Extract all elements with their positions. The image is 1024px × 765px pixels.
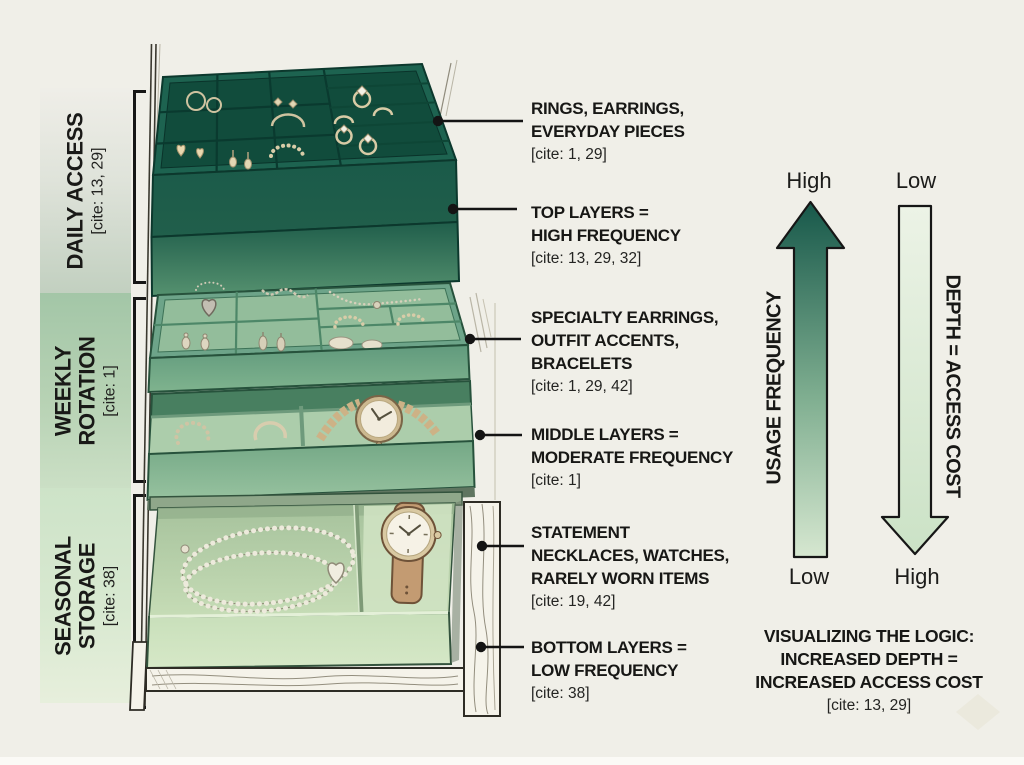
callout-statement-necklaces: STATEMENT NECKLACES, WATCHES, RARELY WOR…: [531, 521, 746, 613]
bottom-drawer: [145, 487, 475, 670]
callout-cite: [cite: 1, 29, 42]: [531, 378, 633, 395]
usage-frequency-arrow: [775, 200, 846, 559]
logic-note-line: VISUALIZING THE LOGIC:: [763, 626, 975, 646]
leather-watch: [380, 501, 442, 605]
callout-rings-earrings: RINGS, EARRINGS, EVERYDAY PIECES [cite: …: [531, 97, 746, 166]
logic-note-line: INCREASED ACCESS COST: [755, 672, 983, 692]
zone-bracket-weekly: [133, 297, 146, 483]
callout-bottom-layers: BOTTOM LAYERS = LOW FREQUENCY [cite: 38]: [531, 636, 746, 705]
callout-line: TOP LAYERS =: [531, 203, 649, 222]
middle-tray-2: [146, 379, 476, 502]
callout-leaders: [432, 115, 524, 653]
callout-line: LOW FREQUENCY: [531, 661, 679, 680]
callout-cite: [cite: 1]: [531, 472, 581, 489]
depth-access-cost-label: DEPTH = ACCESS COST: [941, 274, 964, 498]
callout-line: HIGH FREQUENCY: [531, 226, 681, 245]
logic-note-cite: [cite: 13, 29]: [826, 697, 912, 714]
ring-roll-slats: [327, 82, 450, 148]
callout-line: SPECIALTY EARRINGS,: [531, 308, 719, 327]
pearl-necklace: [180, 525, 356, 614]
callout-line: EVERYDAY PIECES: [531, 122, 685, 141]
callout-cite: [cite: 1, 29]: [531, 146, 607, 163]
zone-band-daily: DAILY ACCESS [cite: 13, 29]: [40, 88, 131, 293]
callout-cite: [cite: 13, 29, 32]: [531, 250, 642, 267]
middle-tray-1: [147, 281, 471, 394]
logic-note: VISUALIZING THE LOGIC: INCREASED DEPTH =…: [749, 625, 989, 717]
depth-arrow-bottom-label: High: [894, 564, 940, 589]
usage-arrow-top-label: High: [786, 168, 832, 193]
logic-note-line: INCREASED DEPTH =: [780, 649, 958, 669]
callout-cite: [cite: 19, 42]: [531, 593, 616, 610]
callout-line: BRACELETS: [531, 354, 633, 373]
heart-pendant: [327, 562, 345, 585]
usage-frequency-label: USAGE FREQUENCY: [763, 291, 786, 485]
callout-line: RINGS, EARRINGS,: [531, 99, 684, 118]
callout-top-layers: TOP LAYERS = HIGH FREQUENCY [cite: 13, 2…: [531, 201, 746, 270]
bottom-edge-strip: [0, 757, 1024, 765]
top-tray-jewelry: [176, 85, 394, 170]
callout-line: RARELY WORN ITEMS: [531, 569, 710, 588]
callout-line: NECKLACES, WATCHES,: [531, 546, 729, 565]
callout-middle-layers: MIDDLE LAYERS = MODERATE FREQUENCY [cite…: [531, 423, 746, 492]
callout-line: BOTTOM LAYERS =: [531, 638, 687, 657]
watermark: [956, 694, 1000, 730]
zone-band-seasonal: SEASONAL STORAGE [cite: 38]: [40, 488, 131, 703]
middle-tray-1-jewelry: [181, 281, 426, 352]
bracelet-bangle: [253, 421, 287, 441]
callout-specialty-earrings: SPECIALTY EARRINGS, OUTFIT ACCENTS, BRAC…: [531, 306, 746, 398]
depth-arrow-top-label: Low: [895, 168, 937, 193]
callout-line: MODERATE FREQUENCY: [531, 448, 734, 467]
usage-arrow-bottom-label: Low: [788, 564, 830, 589]
zone-band-weekly: WEEKLY ROTATION [cite: 1]: [40, 293, 131, 488]
bracelet-beaded: [174, 420, 211, 445]
wood-rail: [145, 667, 465, 692]
wood-right-panel: [463, 501, 501, 717]
depth-access-cost-arrow: [880, 204, 950, 556]
zone-bracket-daily: [133, 90, 146, 284]
gold-watch: [316, 395, 441, 449]
callout-cite: [cite: 38]: [531, 685, 590, 702]
top-tray: [150, 62, 461, 298]
callout-line: MIDDLE LAYERS =: [531, 425, 679, 444]
callout-line: STATEMENT: [531, 523, 630, 542]
callout-line: OUTFIT ACCENTS,: [531, 331, 679, 350]
